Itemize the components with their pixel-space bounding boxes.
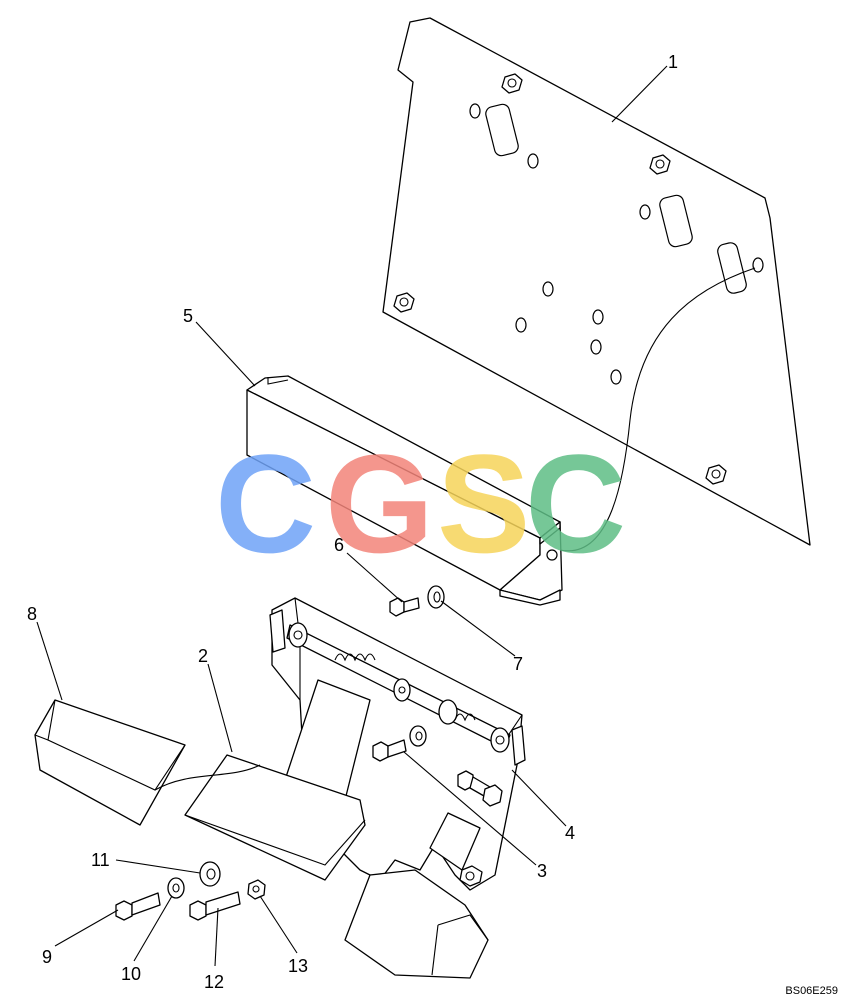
drawing-code: BS06E259 [785,985,838,997]
wire-harness [559,267,756,552]
callout-1: 1 [668,52,678,72]
washer-7 [427,585,445,609]
callout-5: 5 [183,306,193,326]
callout-4: 4 [565,823,575,843]
lower-pedal [344,869,489,979]
watermark-letter: S [437,425,530,582]
bolt-4 [457,770,503,807]
callout-3: 3 [537,861,547,881]
callout-11: 11 [91,850,110,870]
bolt-9 [115,892,161,921]
callout-7: 7 [513,654,523,674]
callout-6: 6 [334,535,344,555]
mounting-plate [382,17,811,546]
callout-10: 10 [121,964,141,984]
bolt-6 [389,597,420,617]
washer-11 [199,861,221,887]
bolt-12 [189,891,241,921]
pedal-2 [184,679,371,881]
control-module [246,375,563,606]
callout-labels: 1 2 3 4 5 6 7 8 9 10 11 12 13 [27,52,678,992]
pedal-8 [34,699,261,826]
leader-lines [36,65,668,967]
watermark-logo: C G S C [215,425,626,582]
lockwasher-10 [167,877,185,899]
callout-12: 12 [204,972,224,992]
nut-13 [247,879,266,900]
callout-13: 13 [288,956,308,976]
callout-8: 8 [27,604,37,624]
watermark-letter: G [325,425,434,582]
bolt-3 [372,725,427,762]
callout-9: 9 [42,947,52,967]
watermark-letter: C [215,425,316,582]
watermark-letter: C [525,425,626,582]
callout-2: 2 [198,646,208,666]
